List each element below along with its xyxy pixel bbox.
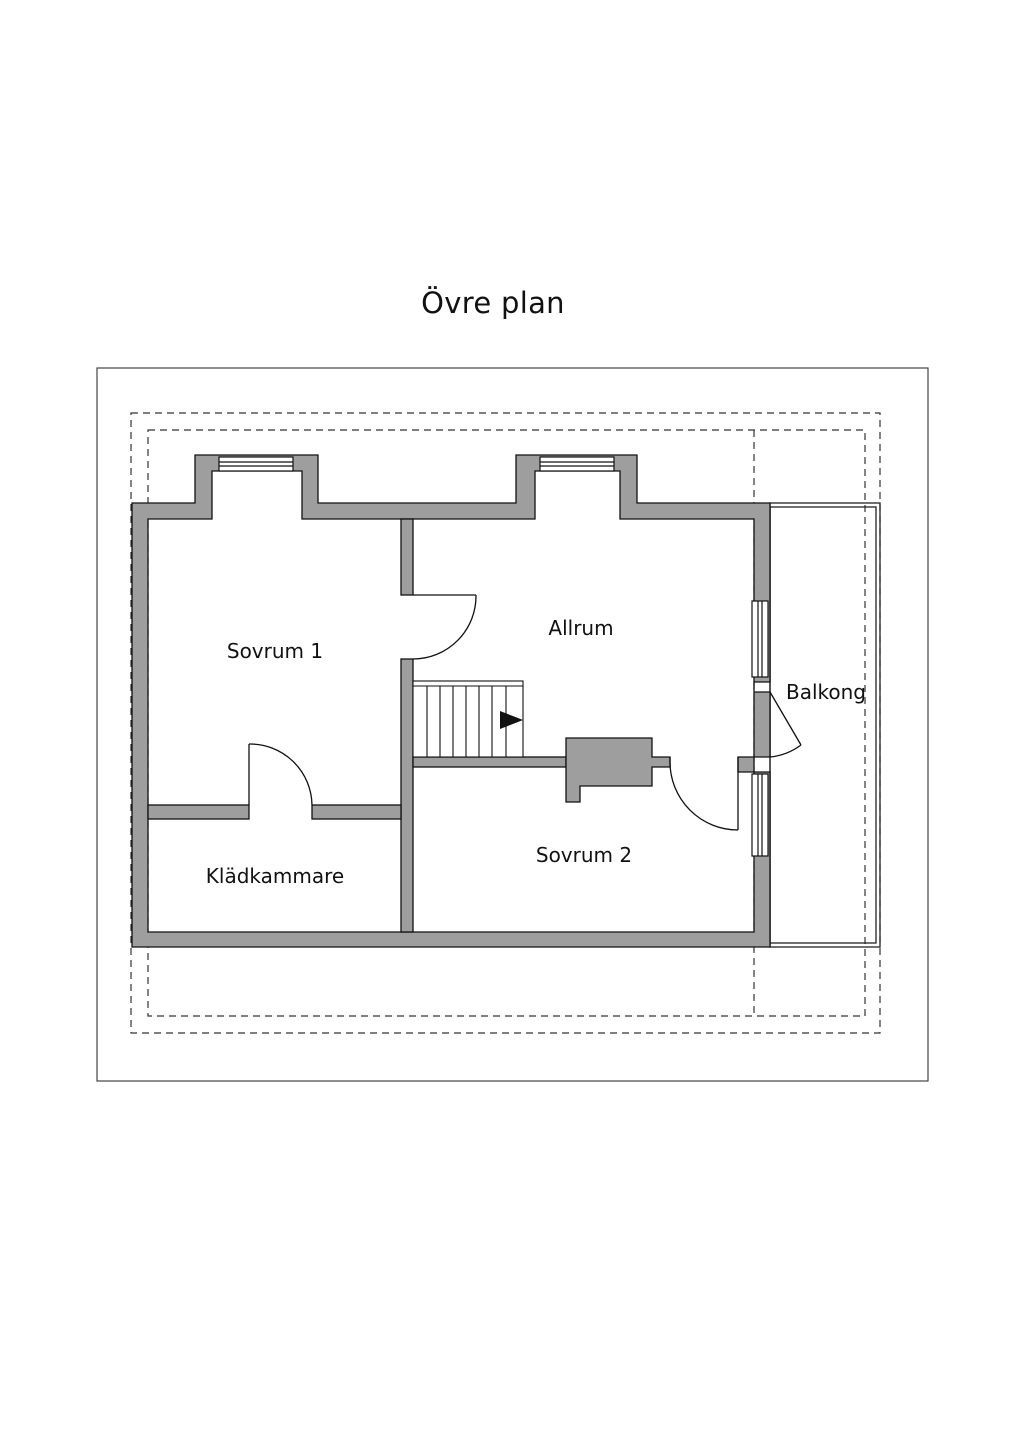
plan-title: Övre plan xyxy=(421,286,565,320)
room-label-sovrum-2: Sovrum 2 xyxy=(536,843,632,867)
top-windows xyxy=(218,456,615,472)
room-label-kladkammare: Klädkammare xyxy=(206,864,344,888)
stair-arrow-icon xyxy=(500,711,523,729)
plan-frame xyxy=(96,367,929,1082)
room-label-sovrum-1: Sovrum 1 xyxy=(227,639,323,663)
room-label-allrum: Allrum xyxy=(548,616,613,640)
right-windows xyxy=(751,600,769,857)
doors xyxy=(248,594,802,831)
balcony-outline xyxy=(769,502,881,948)
room-label-balkong: Balkong xyxy=(786,680,866,704)
